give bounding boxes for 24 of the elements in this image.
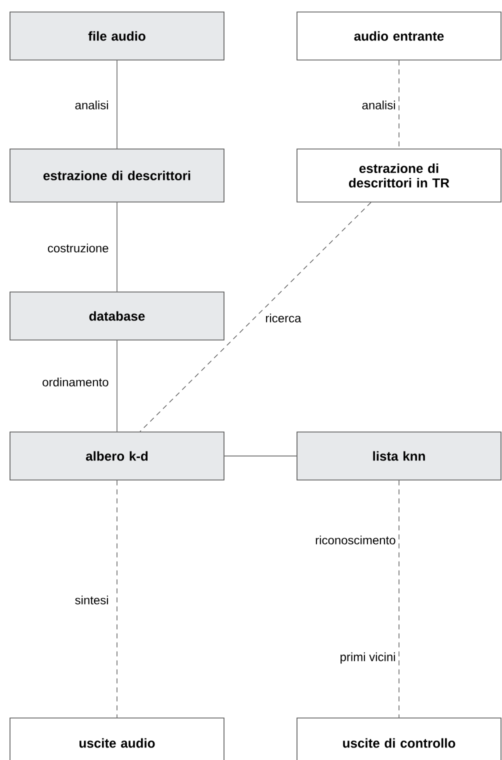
edge-label: analisi <box>74 100 110 110</box>
process-box: audio entrante <box>296 12 502 60</box>
edge-label: analisi <box>360 100 397 110</box>
connector-line <box>398 60 400 149</box>
edge-label: sintesi <box>74 594 110 606</box>
connector-line <box>398 480 400 718</box>
edge-label: riconoscimento <box>314 534 397 546</box>
process-box: lista knn <box>296 432 502 480</box>
process-box: albero k-d <box>10 432 224 480</box>
edge-label: ordinamento <box>41 376 110 388</box>
connector-line <box>116 340 118 432</box>
process-box: estrazione di descrittori in TR <box>296 148 502 202</box>
connector-line <box>116 202 118 292</box>
note-text: primi vicini <box>338 651 397 665</box>
process-box: file audio <box>10 12 224 60</box>
process-box: uscite audio <box>10 718 224 760</box>
edge-label: costruzione <box>46 242 110 254</box>
connector-line <box>116 480 118 718</box>
process-box: database <box>10 292 224 340</box>
process-box: estrazione di descrittori <box>10 148 224 202</box>
connector-line <box>140 202 372 432</box>
connector-line <box>116 60 118 149</box>
edge-label: ricerca <box>264 312 302 324</box>
process-box: uscite di controllo <box>296 718 502 760</box>
